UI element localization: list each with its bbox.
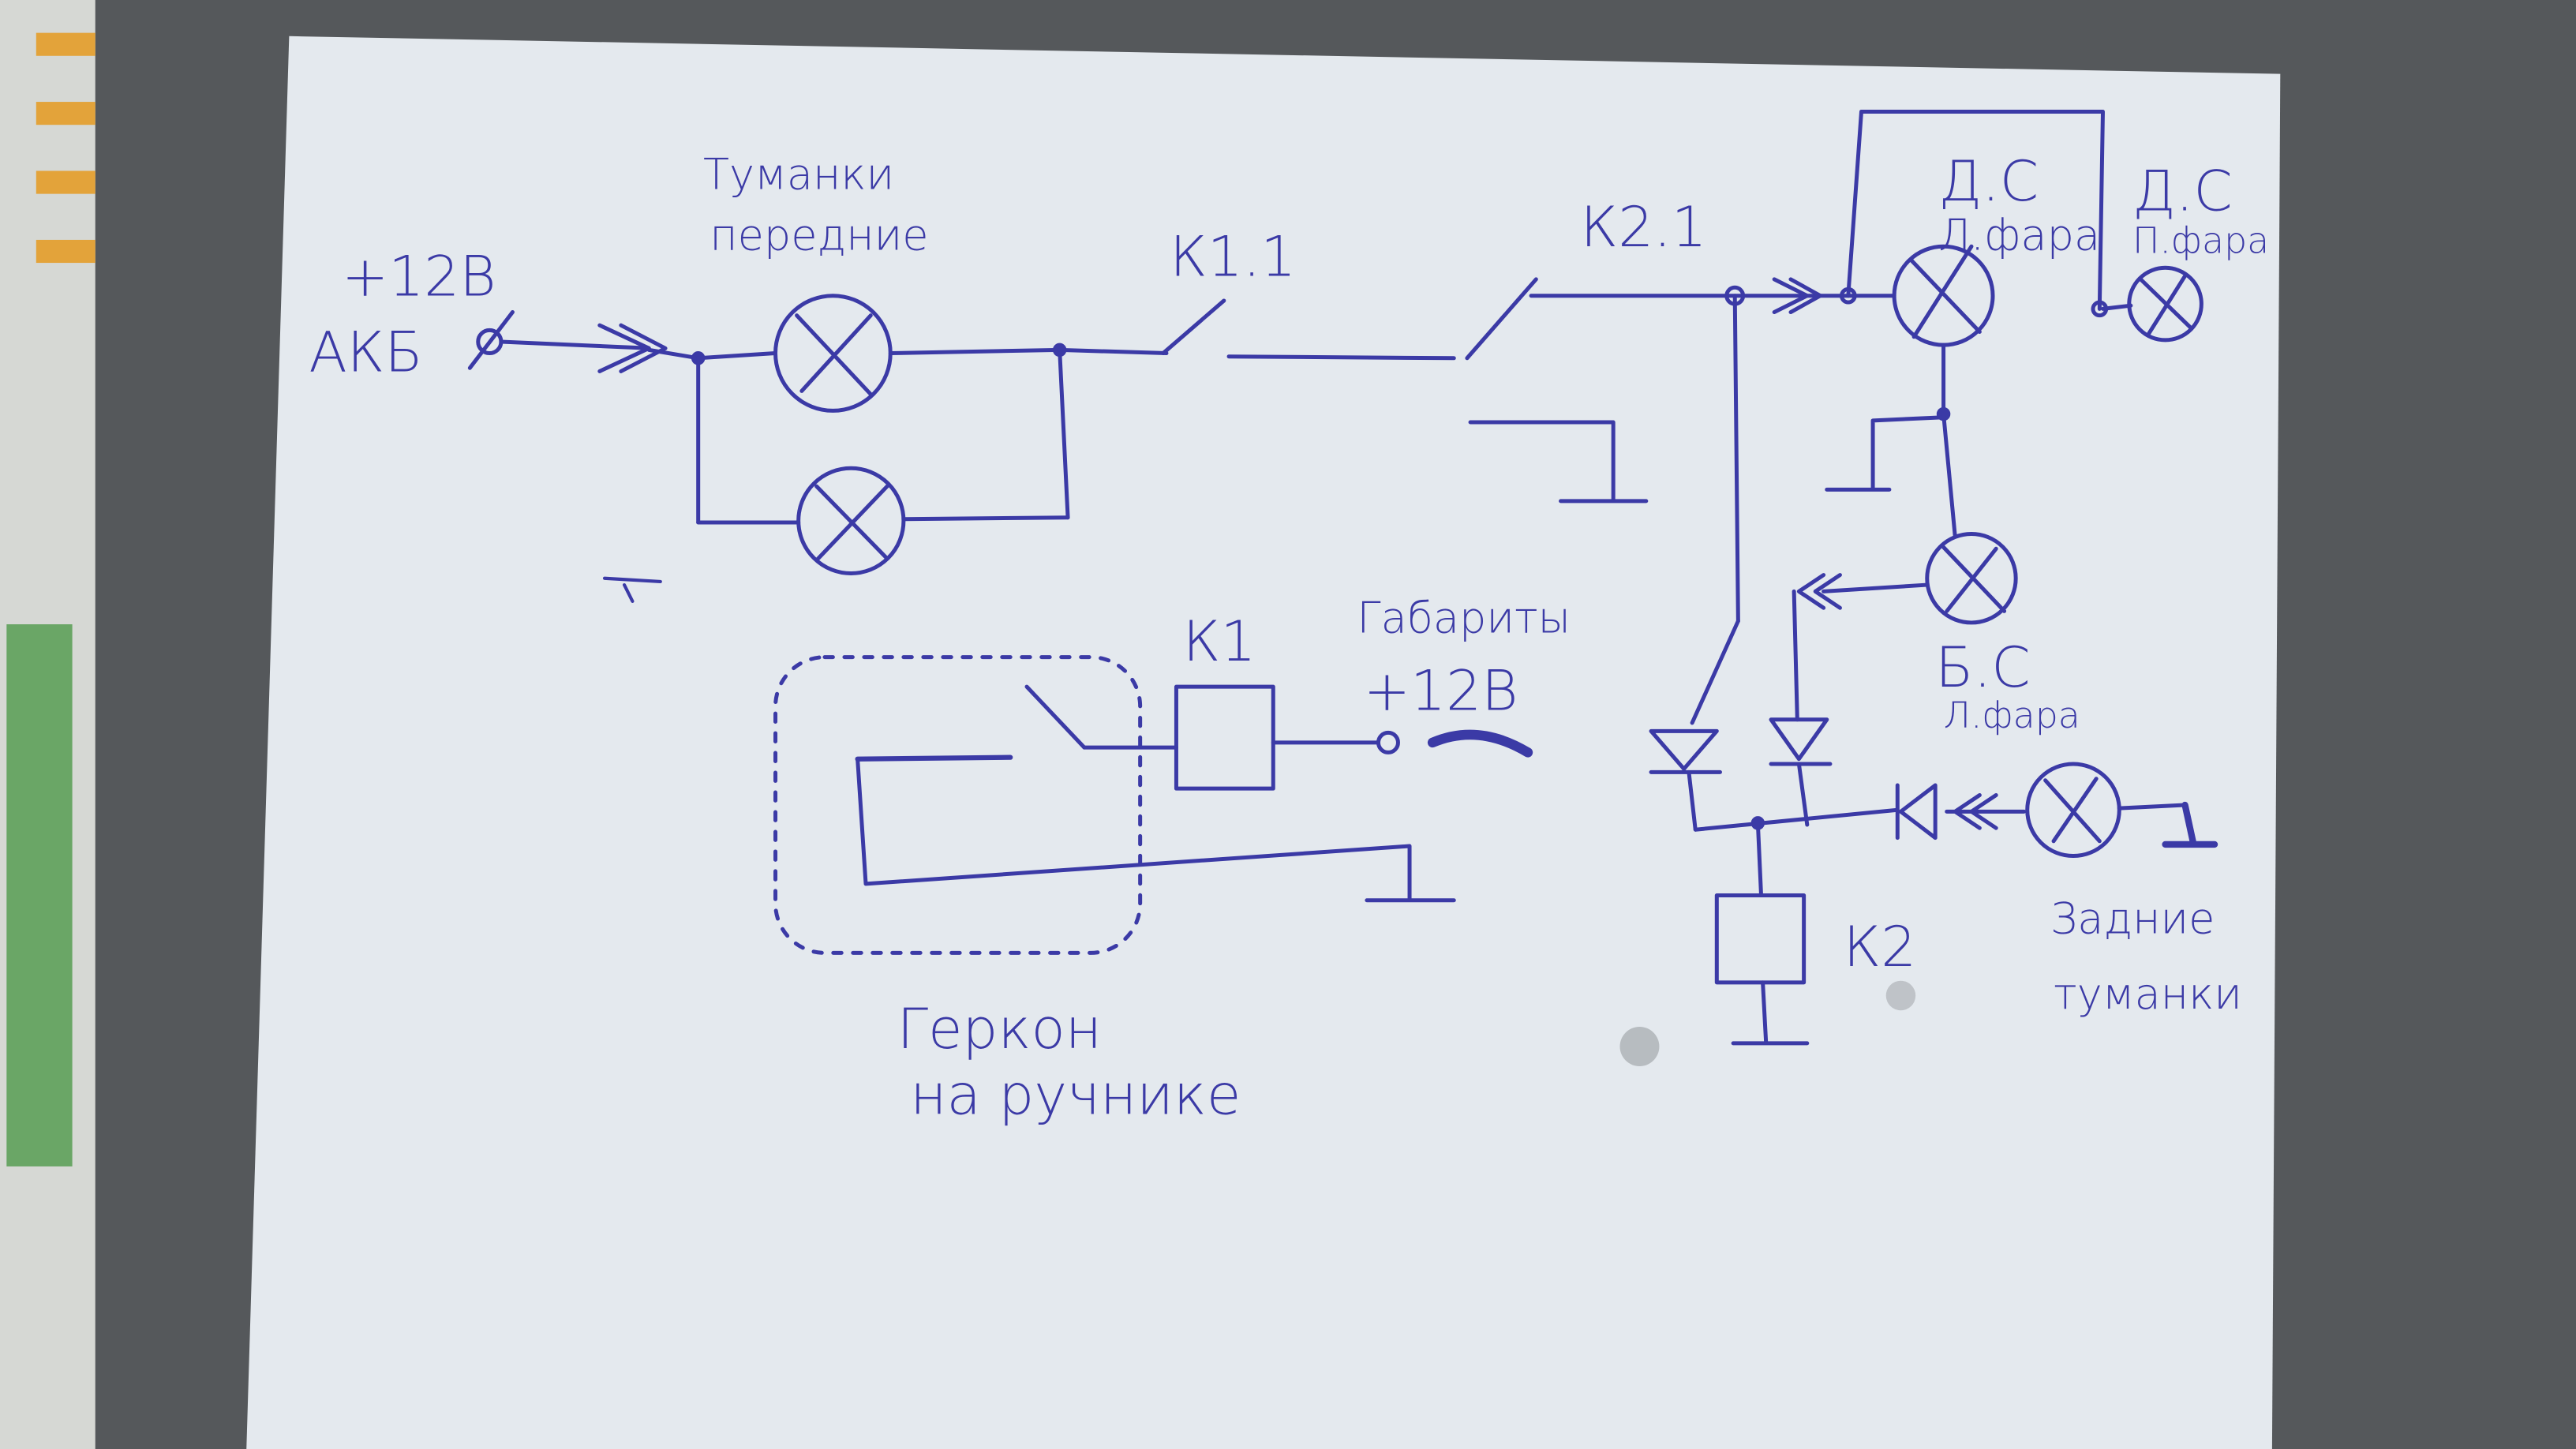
ds-right-label-1: Д.С — [2132, 158, 2233, 223]
parking-label-2: +12В — [1364, 657, 1518, 723]
parking-terminal — [1376, 730, 1400, 754]
rear-fog-label-2: туманки — [2054, 969, 2242, 1019]
labels: +12В АКБ Туманки передние К1.1 К2.1 Д.С … — [309, 148, 2269, 1127]
ds-left-label-2: Л.фара — [1938, 210, 2100, 260]
bs-left-lamp — [1925, 532, 2018, 625]
ground-rear — [2162, 801, 2218, 848]
ground-ds — [1825, 415, 1946, 492]
bs-left-label-1: Б.С — [1935, 635, 2030, 700]
diode-rear — [1895, 783, 1938, 841]
k2-relay-coil — [1714, 893, 1807, 985]
k1-label: К1 — [1183, 608, 1256, 674]
k2-label: К2 — [1844, 914, 1917, 979]
front-fog-label-2: передние — [710, 210, 928, 260]
ds-left-label-1: Д.С — [1938, 148, 2039, 214]
k2-1-switch — [1465, 277, 1538, 361]
diagram-wiring — [467, 110, 2218, 1046]
paper-stain — [1885, 980, 1916, 1011]
ds-right-label-2: П.фара — [2132, 219, 2269, 262]
paper-sheet — [246, 36, 2281, 1449]
bs-left-label-2: Л.фара — [1944, 694, 2080, 736]
reed-switch-label-2: на ручнике — [910, 1061, 1241, 1127]
front-fog-label-1: Туманки — [703, 149, 894, 199]
ground-k2 — [1731, 980, 1810, 1046]
ground-k2-1 — [1468, 420, 1649, 504]
k1-1-switch — [1161, 298, 1226, 356]
battery-voltage-label: +12В — [342, 244, 496, 309]
paper-stain — [1619, 1027, 1660, 1066]
reed-switch-outline — [773, 655, 1143, 955]
reed-switch-label-1: Геркон — [897, 996, 1102, 1061]
ds-right-lamp — [2127, 265, 2203, 343]
k2-1-label: К2.1 — [1581, 194, 1707, 260]
k2-contact — [1690, 619, 1740, 725]
k1-relay-coil — [1174, 684, 1275, 791]
towel — [0, 0, 95, 1449]
rear-fog-label-1: Задние — [2050, 893, 2215, 943]
parking-label-1: Габариты — [1357, 593, 1571, 642]
battery-label: АКБ — [309, 319, 423, 384]
k1-1-label: К1.1 — [1170, 224, 1296, 290]
diode-switch — [1649, 728, 1722, 774]
